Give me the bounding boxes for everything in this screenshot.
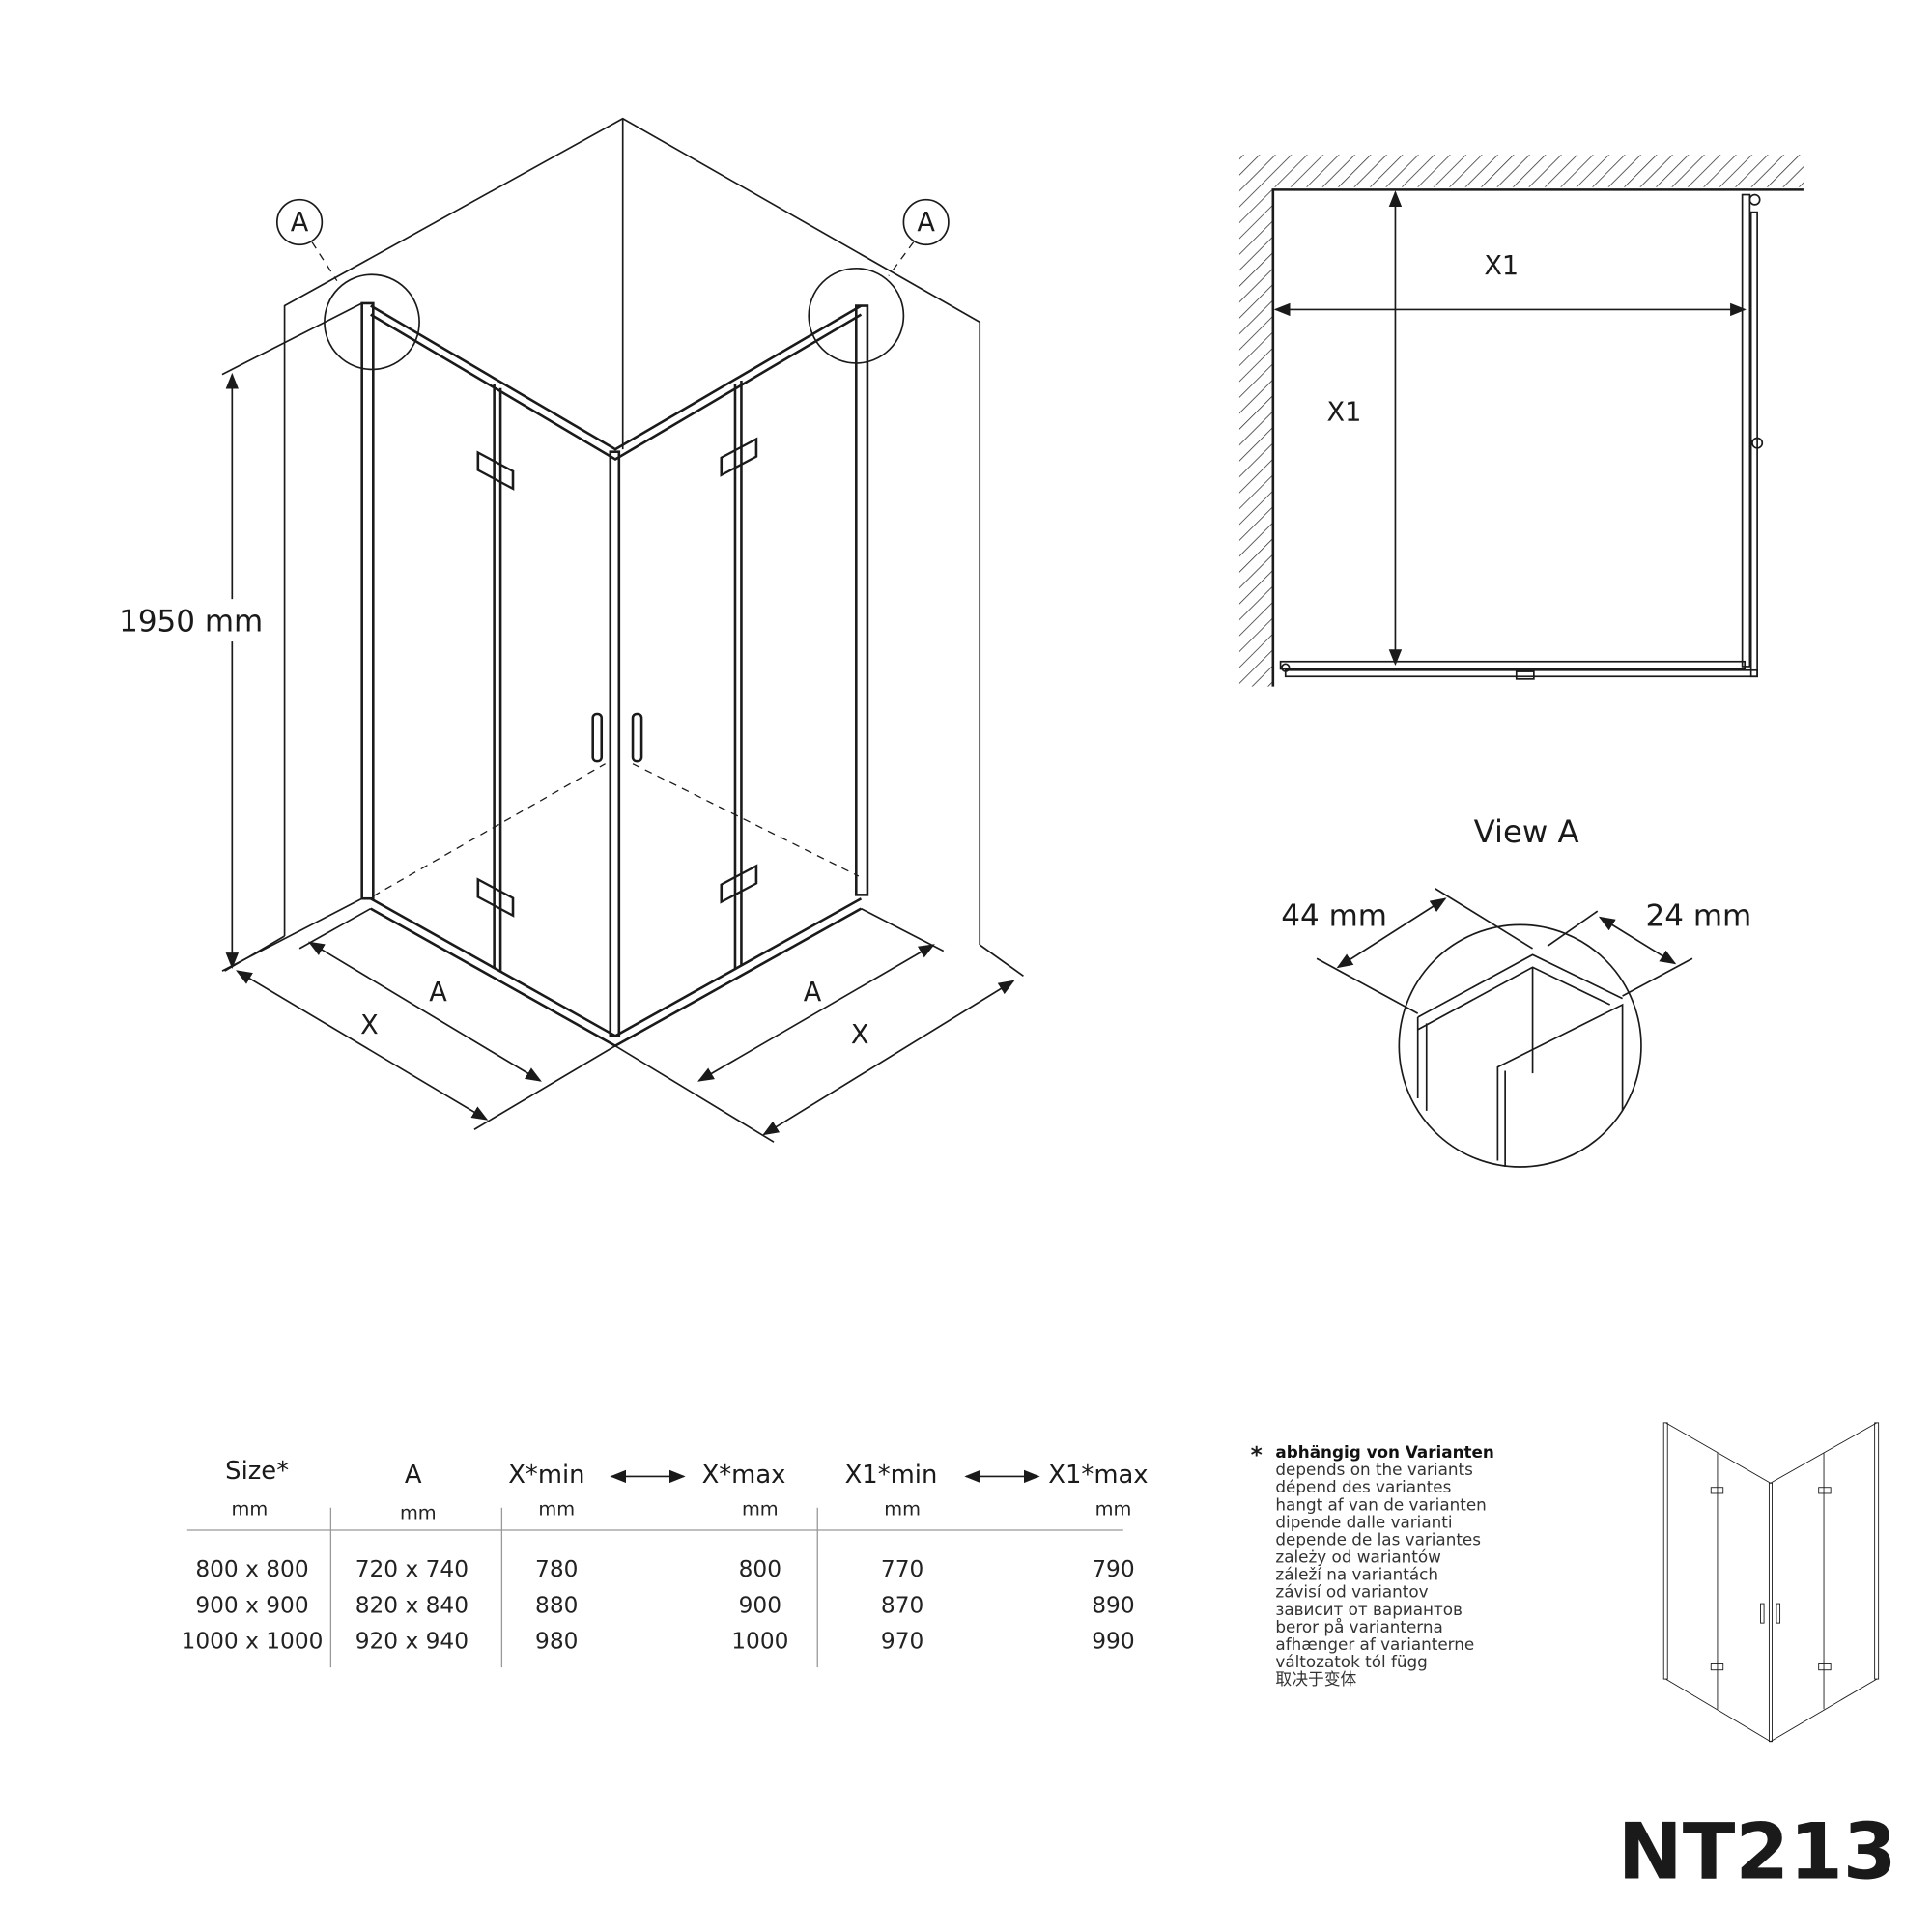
unit: mm — [538, 1497, 575, 1520]
view-a-title: View A — [1474, 813, 1579, 850]
table-row: 900 x 900 820 x 840 880 900 870 890 — [195, 1592, 1134, 1618]
header-a: A — [405, 1461, 422, 1490]
table-cell: 790 — [1092, 1556, 1134, 1582]
detail-marker-label: A — [917, 208, 935, 238]
table-cell: 870 — [881, 1592, 923, 1618]
hinge-icon — [476, 437, 758, 918]
table-cell: 780 — [535, 1556, 578, 1582]
table-cell: 980 — [535, 1629, 578, 1655]
height-dimension: 1950 mm — [109, 302, 363, 972]
table-row: 800 x 800 720 x 740 780 800 770 790 — [195, 1556, 1134, 1582]
table-cell: 800 x 800 — [195, 1556, 308, 1582]
product-code: NT213 — [1618, 1806, 1897, 1896]
note-line: hangt af van de varianten — [1275, 1494, 1486, 1514]
detail-markers: A A — [275, 198, 950, 371]
note-line: dipende dalle varianti — [1275, 1512, 1452, 1531]
header-x1-max: X1*max — [1048, 1461, 1148, 1490]
table-cell: 770 — [881, 1556, 923, 1582]
height-label: 1950 mm — [119, 605, 263, 639]
dim-a-right: A — [804, 978, 822, 1008]
table-cell: 920 x 940 — [355, 1629, 469, 1655]
note-line: зависит от вариантов — [1275, 1600, 1463, 1619]
view-a-dim-44: 44 mm — [1281, 899, 1387, 934]
table-cell: 900 — [739, 1592, 781, 1618]
unit: mm — [1095, 1497, 1132, 1520]
table-cell: 800 — [739, 1556, 781, 1582]
unit: mm — [400, 1501, 437, 1523]
product-thumbnail — [1662, 1422, 1880, 1743]
header-size: Size* — [225, 1457, 289, 1486]
dim-x1-horizontal: X1 — [1484, 251, 1519, 281]
table-cell: 1000 — [731, 1629, 788, 1655]
table-cell: 820 x 840 — [355, 1592, 469, 1618]
unit: mm — [232, 1497, 269, 1520]
size-table: Size* A X*min X*max X1*min X1*max mm mm … — [182, 1457, 1149, 1668]
table-row: 1000 x 1000 920 x 940 980 1000 970 990 — [182, 1629, 1135, 1655]
note-line: zależy od wariantów — [1275, 1548, 1441, 1567]
view-a-detail: View A 44 mm 24 mm — [1281, 813, 1752, 1168]
note-line: depende de las variantes — [1275, 1529, 1481, 1548]
table-cell: 1000 x 1000 — [182, 1629, 324, 1655]
unit: mm — [884, 1497, 921, 1520]
door-handle-icon — [591, 712, 643, 763]
note-line: afhænger af varianterne — [1275, 1634, 1474, 1654]
asterisk: * — [1251, 1442, 1263, 1468]
table-header: Size* A X*min X*max X1*min X1*max mm mm … — [225, 1457, 1148, 1523]
walls — [283, 117, 981, 946]
dim-x-left: X — [360, 1010, 379, 1040]
isometric-view: A A 1950 mm A X A X — [109, 117, 1024, 1143]
note-line: dépend des variantes — [1275, 1477, 1451, 1496]
dim-a-left: A — [429, 978, 447, 1008]
note-line: abhängig von Varianten — [1275, 1442, 1493, 1462]
plan-view: X1 X1 — [1238, 155, 1804, 687]
detail-marker-label: A — [291, 208, 309, 238]
note-line: beror på varianterna — [1275, 1617, 1442, 1636]
width-dimensions: A X A X — [224, 907, 1024, 1143]
header-x-max: X*max — [702, 1461, 786, 1490]
view-a-dim-24: 24 mm — [1646, 899, 1752, 934]
unit: mm — [742, 1497, 779, 1520]
note-line: depends on the variants — [1275, 1460, 1472, 1479]
dim-x-right: X — [851, 1020, 869, 1050]
note-line: 取决于变体 — [1275, 1669, 1356, 1689]
dim-x1-vertical: X1 — [1327, 397, 1362, 427]
table-cell: 890 — [1092, 1592, 1134, 1618]
table-cell: 880 — [535, 1592, 578, 1618]
table-cell: 970 — [881, 1629, 923, 1655]
note-line: závisí od variantov — [1275, 1582, 1428, 1602]
table-cell: 720 x 740 — [355, 1556, 469, 1582]
shower-frame — [360, 301, 869, 1048]
table-cell: 990 — [1092, 1629, 1134, 1655]
header-x-min: X*min — [508, 1461, 584, 1490]
table-cell: 900 x 900 — [195, 1592, 308, 1618]
note-line: záleží na variantách — [1275, 1565, 1438, 1584]
note-line: változatok tól függ — [1275, 1652, 1427, 1671]
header-x1-min: X1*min — [845, 1461, 938, 1490]
